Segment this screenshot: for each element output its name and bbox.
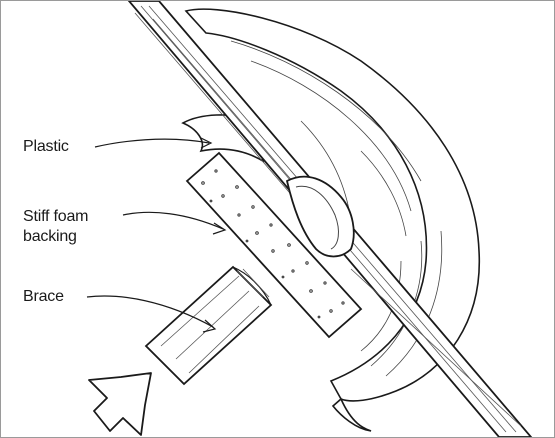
- label-backing: backing: [23, 227, 77, 247]
- foam-leader: [123, 212, 223, 229]
- plastic-leader: [95, 139, 209, 147]
- label-stiff-foam: Stiff foam: [23, 207, 88, 227]
- push-arrow: [89, 373, 151, 435]
- label-brace: Brace: [23, 287, 64, 307]
- brace: [146, 267, 271, 384]
- label-plastic: Plastic: [23, 137, 69, 157]
- foam-leader-arrowhead: [213, 223, 225, 234]
